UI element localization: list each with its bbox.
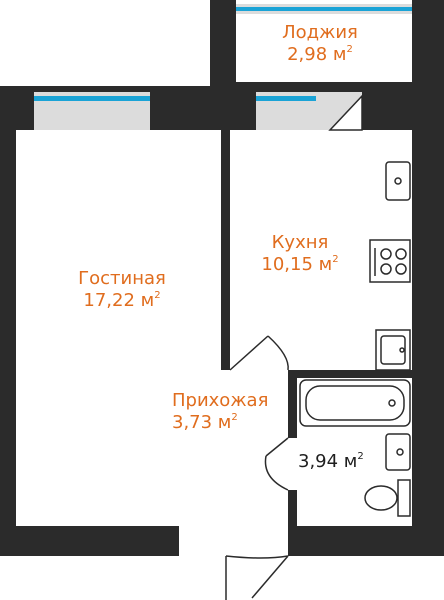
living-window xyxy=(34,92,150,130)
bathroom-door-opening xyxy=(288,438,297,490)
kitchen-label: Кухня 10,15 м2 xyxy=(255,232,345,276)
bathtub-icon xyxy=(299,379,411,427)
bathroom-sink-icon xyxy=(385,433,411,471)
left-wall xyxy=(0,86,16,556)
loggia-area: 2,98 м2 xyxy=(287,43,353,65)
door-swing-arc xyxy=(225,335,289,600)
kitchen-area: 10,15 м2 xyxy=(261,253,339,275)
living-hall-opening xyxy=(170,370,179,390)
stove-icon xyxy=(369,239,411,283)
bathroom-area: 3,94 м2 xyxy=(298,451,364,472)
kitchen-sink-icon xyxy=(375,329,411,371)
kitchen-window xyxy=(256,92,363,131)
kitchen-name: Кухня xyxy=(271,232,329,253)
entrance-opening xyxy=(226,526,288,600)
loggia-window xyxy=(236,4,412,14)
loggia-name: Лоджия xyxy=(282,22,358,43)
sink-icon xyxy=(385,161,411,201)
hallway-label: Прихожая 3,73 м2 xyxy=(172,390,298,434)
hallway-area: 3,73 м2 xyxy=(172,411,238,433)
partition-living-kitchen xyxy=(221,130,230,370)
living-name: Гостиная xyxy=(78,268,166,289)
toilet-icon xyxy=(364,479,411,517)
outer-area xyxy=(0,0,210,86)
hallway-name: Прихожая xyxy=(172,390,269,411)
bathroom-label: 3,94 м2 xyxy=(298,451,378,473)
loggia-label: Лоджия 2,98 м2 xyxy=(240,22,400,66)
living-area: 17,22 м2 xyxy=(83,289,161,311)
hallway-floor xyxy=(179,370,288,556)
right-wall xyxy=(412,86,444,556)
partition-hall-bath-top xyxy=(288,370,412,378)
living-label: Гостиная 17,22 м2 xyxy=(52,268,192,312)
